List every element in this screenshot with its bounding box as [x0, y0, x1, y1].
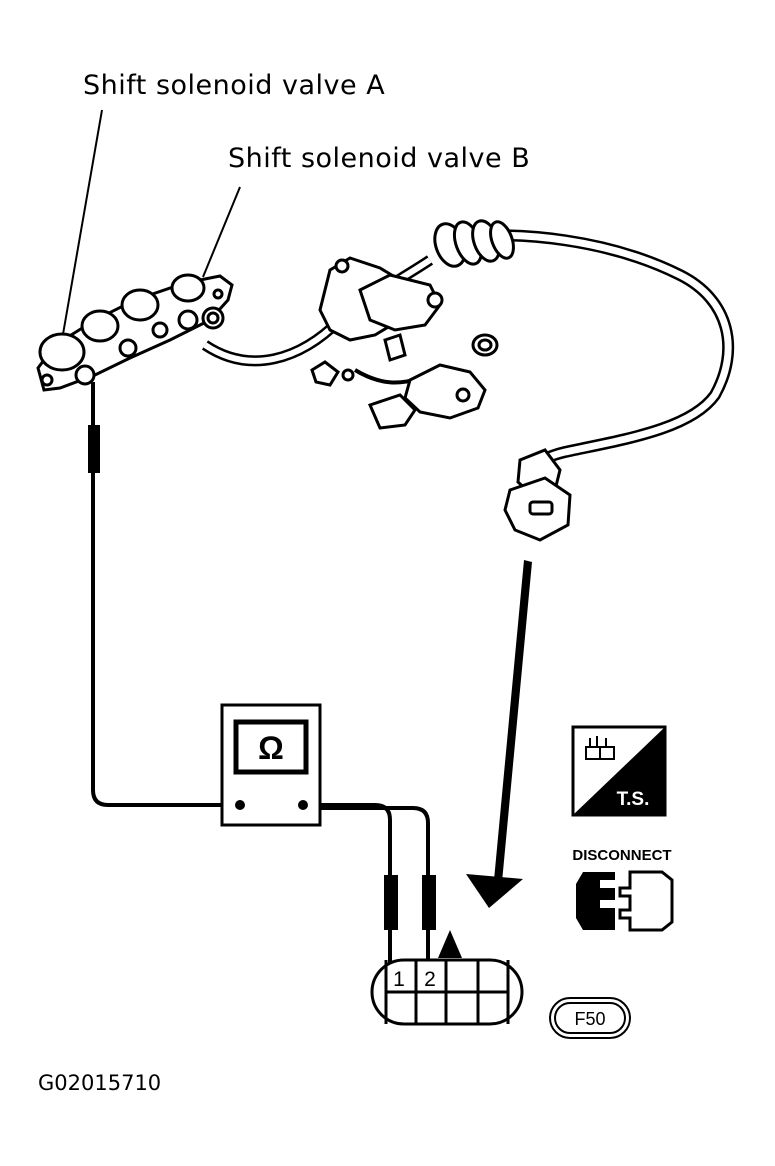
f50-badge-text: F50 — [574, 1009, 605, 1029]
leader-line-valve-a — [61, 109, 103, 341]
ohmmeter-terminal-left — [235, 800, 245, 810]
ts-badge: T.S. — [571, 725, 667, 817]
connector-latch-marker — [438, 930, 462, 958]
connector-terminal-face — [370, 958, 524, 1026]
label-shift-solenoid-valve-b: Shift solenoid valve B — [228, 143, 531, 174]
leader-line-valve-b — [202, 186, 241, 278]
f50-badge: F50 — [549, 997, 631, 1039]
connector-male-icon — [576, 872, 615, 930]
connector-female-icon — [618, 870, 674, 932]
pointer-arrow — [466, 560, 532, 908]
ohmmeter-terminal-right — [298, 800, 308, 810]
leader-lines — [61, 109, 241, 341]
harness-connector — [503, 448, 572, 542]
figure-code: G02015710 — [38, 1071, 162, 1095]
probe-wire-valve — [91, 382, 240, 807]
probe-tip-connector-pin-1 — [384, 875, 398, 930]
ohm-symbol: Ω — [258, 730, 284, 766]
terminal-label-1: 1 — [393, 968, 405, 991]
terminal-label-2: 2 — [424, 968, 436, 991]
ohmmeter: Ω — [220, 703, 322, 827]
probe-tip-connector-pin-2 — [422, 875, 436, 930]
ohmmeter-display — [233, 719, 309, 775]
solenoid-valve-assembly — [36, 273, 234, 392]
ts-badge-text: T.S. — [617, 789, 650, 810]
probe-tip-valve — [88, 425, 100, 473]
connector-icon — [585, 736, 615, 760]
probe-wires-connector — [305, 803, 430, 968]
harness-wire — [201, 229, 735, 476]
disconnect-badge-text: DISCONNECT — [572, 847, 671, 864]
harness-grommet — [433, 219, 515, 268]
disconnect-badge: DISCONNECT — [572, 847, 674, 932]
label-shift-solenoid-valve-a: Shift solenoid valve A — [83, 70, 386, 101]
sensor-bracket-cluster — [310, 256, 499, 430]
